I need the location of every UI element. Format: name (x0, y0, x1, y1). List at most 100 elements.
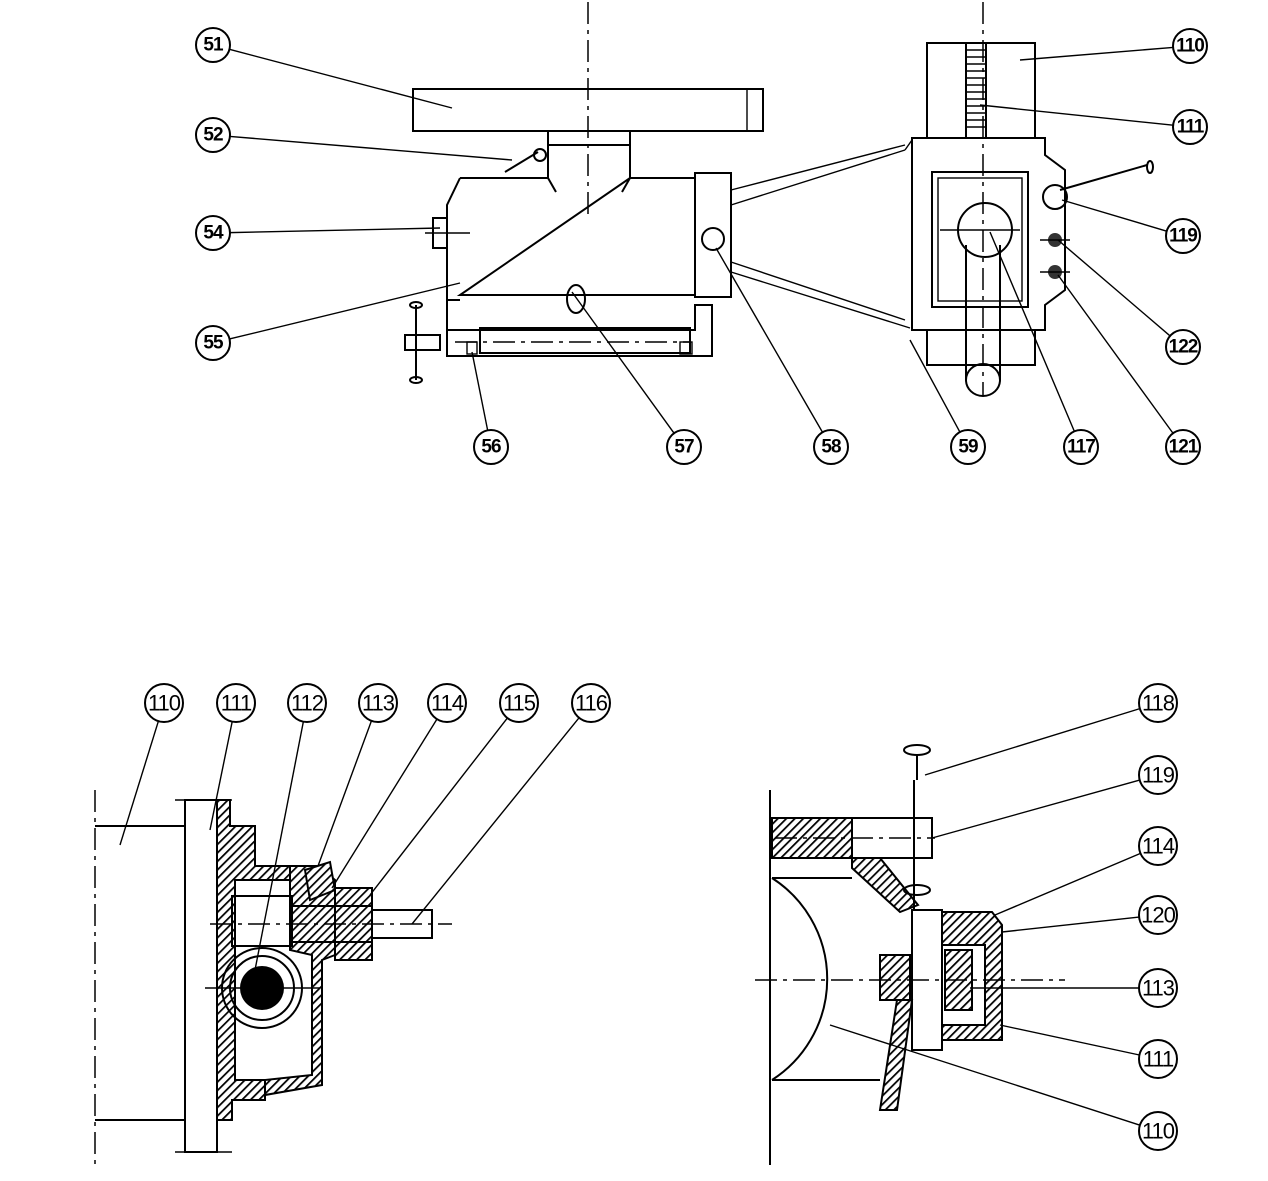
callout-number: 110 (1142, 1119, 1175, 1144)
leader-line (331, 718, 438, 889)
callout-number: 59 (958, 437, 978, 458)
callout-number: 115 (503, 691, 536, 716)
callout-circle (427, 683, 467, 723)
leader-line (979, 104, 1174, 126)
callout-number: 121 (1169, 437, 1199, 458)
leader-line (1019, 46, 1174, 61)
callout-circle (666, 429, 702, 465)
flange (694, 172, 732, 298)
leader-line (229, 227, 441, 234)
callout-circle (1138, 895, 1178, 935)
leader-line (471, 351, 489, 431)
side-view-assembly (404, 2, 764, 384)
callout-circle (1138, 755, 1178, 795)
callout-number: 57 (674, 437, 694, 458)
callout-119: 119 (1061, 199, 1201, 254)
leader-line (715, 247, 824, 433)
callout-circle (950, 429, 986, 465)
callout-circle (1063, 429, 1099, 465)
callout-110: 110 (1019, 28, 1208, 64)
callout-56: 56 (471, 351, 509, 465)
callout-51: 51 (195, 27, 453, 109)
leader-line (931, 779, 1140, 839)
callout-120: 120 (1001, 895, 1178, 935)
leader-line (369, 717, 508, 896)
callout-119: 119 (931, 755, 1178, 839)
callout-117: 117 (989, 231, 1099, 465)
leader-line (229, 282, 461, 340)
leader-line (1057, 239, 1171, 337)
callout-112: 112 (254, 683, 327, 971)
callout-number: 111 (1177, 117, 1205, 138)
leader-line (1057, 274, 1174, 434)
callout-number: 51 (203, 35, 224, 56)
callout-circle (1172, 28, 1208, 64)
screw-57 (566, 284, 586, 314)
callout-circle (1138, 826, 1178, 866)
callout-circle (1138, 968, 1178, 1008)
leader-line (1061, 199, 1167, 232)
callout-number: 116 (575, 691, 608, 716)
leader-line (999, 1024, 1140, 1056)
callout-circle (1165, 329, 1201, 365)
callout-110: 110 (829, 1024, 1178, 1151)
callout-57: 57 (571, 291, 702, 465)
callout-circle (287, 683, 327, 723)
leader-line (229, 48, 453, 109)
callout-121: 121 (1057, 274, 1201, 465)
callout-number: 113 (1142, 976, 1175, 1001)
callout-number: 122 (1169, 337, 1198, 358)
leader-line (924, 707, 1141, 776)
leader-line (119, 720, 160, 846)
leader-line (571, 291, 675, 434)
callout-circle (195, 117, 231, 153)
callout-113: 113 (970, 968, 1178, 1008)
callout-number: 119 (1142, 763, 1175, 788)
callout-circle (499, 683, 539, 723)
leader-line (989, 231, 1076, 432)
callout-115: 115 (369, 683, 539, 896)
callout-circle (1138, 1111, 1178, 1151)
section-view-right (755, 744, 1065, 1165)
callout-number: 117 (1067, 437, 1095, 458)
leader-line (994, 852, 1141, 916)
callout-circle (1165, 429, 1201, 465)
callout-circle (195, 325, 231, 361)
section-view-left (94, 790, 452, 1165)
leader-line (829, 1024, 1141, 1126)
callout-number: 54 (203, 223, 224, 244)
callout-number: 110 (148, 691, 181, 716)
callout-122: 122 (1057, 239, 1201, 365)
callout-circle (1138, 1039, 1178, 1079)
callout-113: 113 (317, 683, 398, 867)
callout-number: 111 (221, 691, 252, 716)
callout-number: 119 (1169, 226, 1197, 247)
callout-circle (473, 429, 509, 465)
callout-52: 52 (195, 117, 513, 161)
leader-line (254, 721, 305, 971)
callout-55: 55 (195, 282, 461, 361)
callout-circle (1138, 683, 1178, 723)
callout-number: 110 (1176, 36, 1204, 57)
callout-number: 113 (362, 691, 395, 716)
callout-number: 114 (431, 691, 464, 716)
callout-114: 114 (331, 683, 467, 889)
callout-118: 118 (924, 683, 1178, 776)
callout-number: 58 (821, 437, 841, 458)
callout-111: 111 (979, 104, 1208, 145)
callout-59: 59 (909, 339, 986, 465)
callout-circle (813, 429, 849, 465)
leader-line (317, 720, 373, 867)
callout-116: 116 (411, 683, 611, 925)
callout-circle (1165, 218, 1201, 254)
callout-110: 110 (119, 683, 184, 846)
callout-circle (195, 27, 231, 63)
leader-line (209, 721, 233, 831)
callout-number: 112 (291, 691, 324, 716)
callout-number: 111 (1143, 1047, 1174, 1072)
callout-114: 114 (994, 826, 1178, 916)
callout-circle (358, 683, 398, 723)
callout-number: 120 (1141, 903, 1175, 928)
callout-number: 118 (1142, 691, 1175, 716)
callout-number: 52 (203, 125, 223, 146)
